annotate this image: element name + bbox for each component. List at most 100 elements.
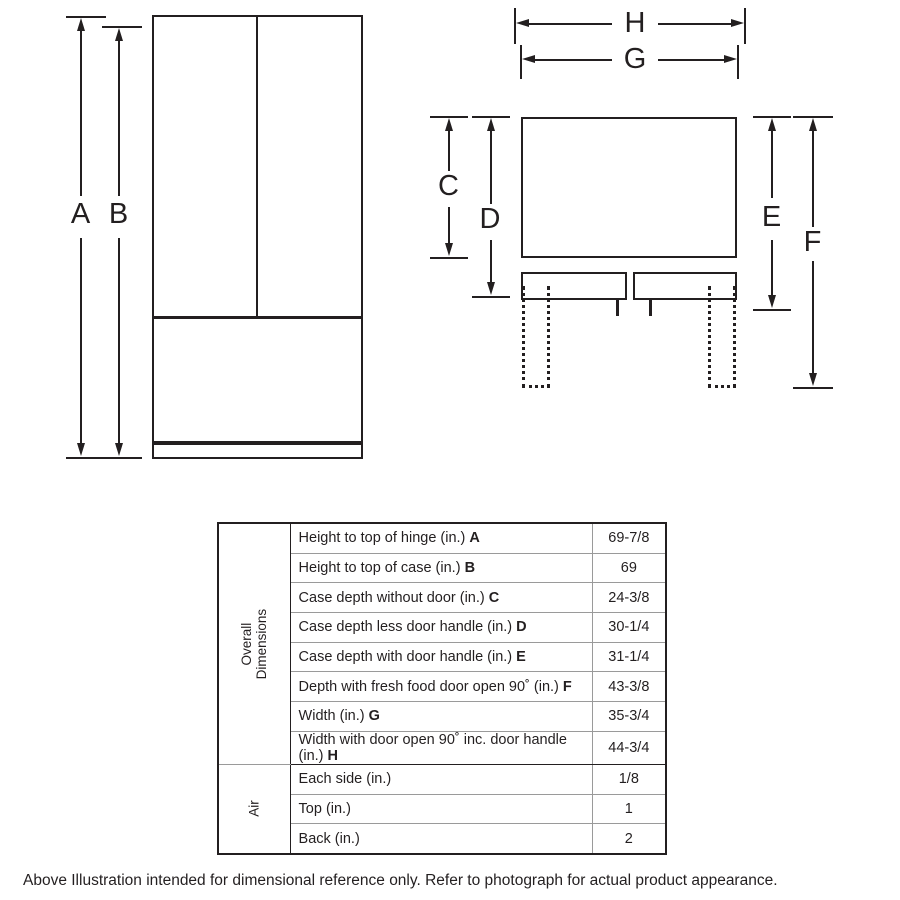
- dimension-g-shaft-left: [532, 59, 612, 61]
- desc-text: Width (in.): [298, 708, 365, 725]
- dimension-b-label: B: [104, 200, 133, 229]
- dimension-a-label: A: [66, 200, 95, 229]
- dimension-h-arrowhead-right: [731, 19, 744, 27]
- dimension-e-shaft-upper: [771, 128, 773, 198]
- table-cell-value: 35-3/4: [591, 701, 667, 732]
- dimension-e-arrowhead-bottom: [767, 295, 776, 308]
- desc-text: Width with door open 90˚ inc. door handl…: [298, 731, 567, 764]
- dimension-h-tick-left: [514, 8, 517, 44]
- table-cell-description: Top (in.): [289, 793, 593, 825]
- dimension-d-arrowhead-bottom: [486, 282, 495, 295]
- dimension-h-shaft-left: [526, 23, 612, 25]
- dimension-f-tick-bottom: [793, 387, 833, 390]
- dimension-c-arrowhead-top: [444, 118, 453, 131]
- table-cell-value: 2: [591, 823, 667, 855]
- dimension-b-tick-top: [102, 26, 142, 29]
- table-cell-value: 69-7/8: [591, 522, 667, 554]
- table-cell-description: Height to top of case (in.) B: [289, 552, 593, 584]
- table-cell-description: Case depth with door handle (in.) E: [289, 641, 593, 673]
- dimension-g-tick-left: [520, 45, 523, 79]
- desc-text: Case depth without door (in.): [298, 589, 485, 606]
- dimension-d-arrowhead-top: [486, 118, 495, 131]
- table-cell-value: 24-3/8: [591, 582, 667, 614]
- dimension-f-arrowhead-bottom: [808, 373, 817, 386]
- dimension-d-shaft-lower: [490, 240, 492, 282]
- dimension-g-shaft-right: [658, 59, 729, 61]
- dimension-h-label: H: [615, 9, 655, 38]
- dimension-d-tick-top: [472, 116, 510, 119]
- table-row: Case depth less door handle (in.) D 30-1…: [218, 612, 667, 643]
- table-cell-description: Width (in.) G: [289, 701, 593, 732]
- dimension-e-tick-top: [753, 116, 791, 119]
- table-cell-description: Case depth without door (in.) C: [289, 582, 593, 614]
- dimension-d-label: D: [474, 205, 506, 234]
- dimension-a-arrowhead-top: [76, 18, 85, 31]
- desc-text: Height to top of hinge (in.): [298, 530, 466, 547]
- dimension-b-shaft-lower: [118, 238, 120, 443]
- dimension-f-arrowhead-top: [808, 118, 817, 131]
- dimension-a-tick-top: [66, 16, 106, 19]
- front-view-base-strip: [152, 443, 363, 459]
- dimension-f-shaft-upper: [812, 128, 814, 227]
- row-group-header-air: Air: [216, 763, 291, 855]
- dimension-d-shaft-upper: [490, 128, 492, 204]
- table-row: Case depth without door (in.) C 24-3/8: [218, 582, 667, 614]
- dimension-f-tick-top: [793, 116, 833, 119]
- dimension-e-label: E: [756, 203, 787, 232]
- table-row: Depth with fresh food door open 90˚ (in.…: [218, 671, 667, 703]
- table-cell-value: 43-3/8: [591, 671, 667, 703]
- dimension-a-shaft-upper: [80, 28, 82, 196]
- dimension-e-arrowhead-top: [767, 118, 776, 131]
- dimension-g-arrowhead-right: [724, 55, 737, 63]
- dimension-a-arrowhead-bottom: [76, 443, 85, 456]
- table-cell-value: 1/8: [591, 763, 667, 795]
- table-cell-value: 30-1/4: [591, 612, 667, 643]
- dimension-d-tick-bottom: [472, 296, 510, 299]
- table-cell-value: 1: [591, 793, 667, 825]
- desc-letter: F: [562, 678, 572, 695]
- table-cell-description: Case depth less door handle (in.) D: [289, 612, 593, 643]
- desc-text: Depth with fresh food door open 90˚ (in.…: [298, 678, 559, 695]
- table-cell-value: 44-3/4: [591, 730, 667, 765]
- table-cell-value: 31-1/4: [591, 641, 667, 673]
- dimension-h-shaft-right: [658, 23, 736, 25]
- dimension-a-shaft-lower: [80, 238, 82, 443]
- dimension-b-tick-bottom: [102, 457, 142, 460]
- table-row: Air Each side (in.) 1/8: [216, 763, 667, 855]
- row-group-header-air-text: Air: [246, 800, 262, 818]
- top-view-left-door-handle: [521, 272, 627, 300]
- top-view-right-hinge-tick: [649, 300, 652, 316]
- illustration-disclaimer: Above Illustration intended for dimensio…: [23, 872, 778, 889]
- dimension-a-tick-bottom: [66, 457, 106, 460]
- dimension-b-shaft-upper: [118, 38, 120, 196]
- dimension-b-arrowhead-top: [114, 28, 123, 41]
- desc-letter: B: [464, 560, 476, 577]
- table-row: Case depth with door handle (in.) E 31-1…: [218, 641, 667, 673]
- dimension-g-label: G: [615, 45, 655, 74]
- desc-text: Height to top of case (in.): [298, 560, 461, 577]
- table-cell-description: Each side (in.): [289, 763, 593, 795]
- table-row: Width with door open 90˚ inc. door handl…: [218, 730, 667, 765]
- desc-letter: C: [488, 589, 500, 606]
- table-cell-description: Width with door open 90˚ inc. door handl…: [289, 730, 593, 765]
- top-view-right-door-open-outline: [708, 286, 736, 388]
- dimension-e-tick-bottom: [753, 309, 791, 312]
- table-cell-description: Depth with fresh food door open 90˚ (in.…: [289, 671, 593, 703]
- desc-letter: G: [368, 708, 380, 725]
- top-view-right-door-handle: [633, 272, 737, 300]
- dimension-g-tick-right: [737, 45, 740, 79]
- top-view-left-hinge-tick: [616, 300, 619, 316]
- dimension-f-label: F: [797, 228, 828, 257]
- table-cell-description: Back (in.): [289, 823, 593, 855]
- dimension-b-arrowhead-bottom: [114, 443, 123, 456]
- dimension-c-tick-bottom: [430, 257, 468, 260]
- desc-letter: H: [327, 747, 339, 764]
- table-cell-description: Height to top of hinge (in.) A: [289, 522, 593, 554]
- front-view-freezer-drawer: [152, 317, 363, 443]
- dimension-c-label: C: [433, 172, 464, 201]
- table-row: Height to top of case (in.) B 69: [218, 552, 667, 584]
